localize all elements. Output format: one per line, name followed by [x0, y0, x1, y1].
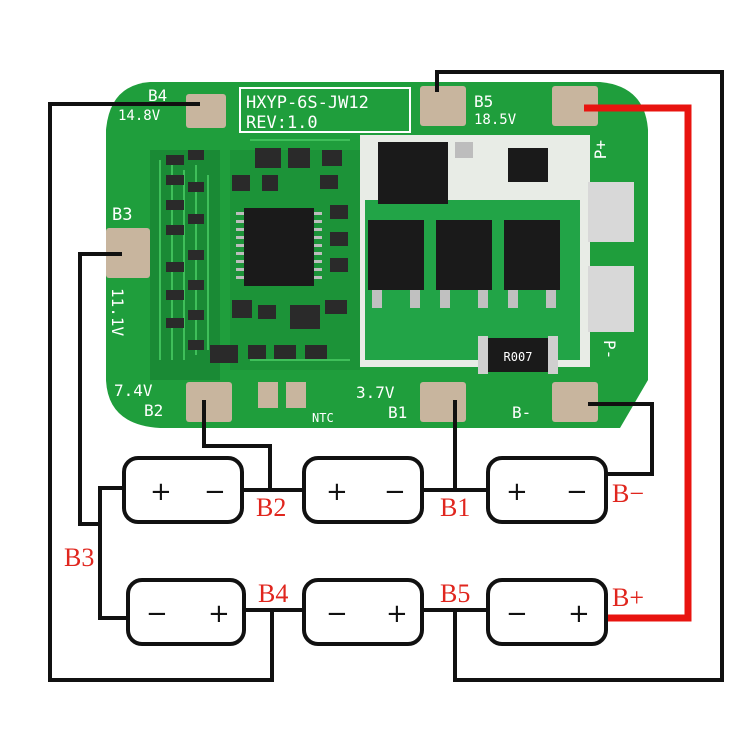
- cell-top-mid-plus: +: [326, 477, 348, 507]
- wire-b-plus: [584, 104, 692, 622]
- cell-top-mid: + −: [302, 456, 424, 524]
- cell-top-left-plus: +: [150, 477, 172, 507]
- pad-b1: [420, 382, 466, 422]
- cell-top-right-plus: +: [506, 477, 528, 507]
- pad-b3: [106, 228, 150, 278]
- cell-top-left-minus: −: [204, 477, 226, 507]
- pad-b1-voltage: 3.7V: [356, 383, 395, 402]
- pad-b2: [186, 382, 232, 422]
- pad-b1-name: B1: [388, 403, 407, 422]
- pad-b4-voltage: 14.8V: [118, 108, 161, 124]
- wire-b3: [78, 252, 122, 526]
- label-b1: B1: [440, 493, 470, 522]
- cell-bottom-right-plus: +: [568, 599, 590, 629]
- ntc-pad-1: [258, 382, 278, 408]
- black-wires: [48, 70, 724, 682]
- cell-top-right: + −: [486, 456, 608, 524]
- ntc-label: NTC: [312, 411, 334, 425]
- pad-p-plus-name: P+: [591, 140, 610, 159]
- p-plus-pad: [588, 182, 634, 242]
- cell-bottom-right: − +: [486, 578, 608, 646]
- cell-bottom-mid: − +: [302, 578, 424, 646]
- cell-bottom-mid-plus: +: [386, 599, 408, 629]
- label-b2: B2: [256, 493, 286, 522]
- cell-bottom-mid-minus: −: [326, 599, 348, 629]
- pad-b-plus: [552, 86, 598, 126]
- wire-b3-bridge: [98, 486, 126, 620]
- shunt-resistor-code: R007: [504, 350, 533, 364]
- pad-b4-name: B4: [148, 86, 167, 105]
- label-b-plus: B+: [612, 583, 644, 612]
- cell-top-mid-minus: −: [384, 477, 406, 507]
- pad-b-minus: [552, 382, 598, 422]
- wire-b4: [48, 102, 274, 682]
- wire-b-minus: [588, 402, 654, 476]
- cell-bottom-left-plus: +: [208, 599, 230, 629]
- pad-b4: [186, 94, 226, 128]
- ntc-pad-2: [286, 382, 306, 408]
- shunt-resistor: R007: [478, 336, 558, 374]
- mosfet-group: [368, 142, 560, 308]
- p-minus-pad: [588, 266, 634, 332]
- pcb-board: R007 B4 14.8V HXYP-6S-JW12 REV:1.0 B5 18…: [106, 82, 648, 428]
- wire-b5: [435, 70, 724, 682]
- pad-b2-name: B2: [144, 401, 163, 420]
- cell-bottom-left-minus: −: [146, 599, 168, 629]
- cell-bottom-left: − +: [126, 578, 246, 646]
- label-b-minus: B−: [612, 479, 644, 508]
- battery-cells: + − + − + − − + − + − +: [122, 456, 608, 646]
- pad-p-minus-name: P-: [600, 340, 619, 359]
- pad-b5-name: B5: [474, 92, 493, 111]
- cell-top-right-minus: −: [566, 477, 588, 507]
- cell-bottom-right-minus: −: [506, 599, 528, 629]
- board-revision-label: REV:1.0: [246, 113, 318, 133]
- label-b3: B3: [64, 543, 94, 572]
- pad-b3-voltage: 11.1V: [108, 288, 127, 337]
- pad-b5-voltage: 18.5V: [474, 112, 517, 128]
- cell-top-left: + −: [122, 456, 244, 524]
- controller-ic: [236, 208, 322, 286]
- wiring-labels: B2 B1 B− B3 B4 B5 B+: [64, 479, 644, 612]
- pad-b2-voltage: 7.4V: [114, 381, 153, 400]
- smd-components: [166, 148, 348, 363]
- label-b4: B4: [258, 579, 288, 608]
- pad-b-minus-name: B-: [512, 403, 531, 422]
- board-model-label: HXYP-6S-JW12: [246, 93, 369, 113]
- pad-b3-name: B3: [112, 205, 132, 225]
- label-b5: B5: [440, 579, 470, 608]
- wire-b2: [202, 400, 272, 490]
- pad-b5: [420, 86, 466, 126]
